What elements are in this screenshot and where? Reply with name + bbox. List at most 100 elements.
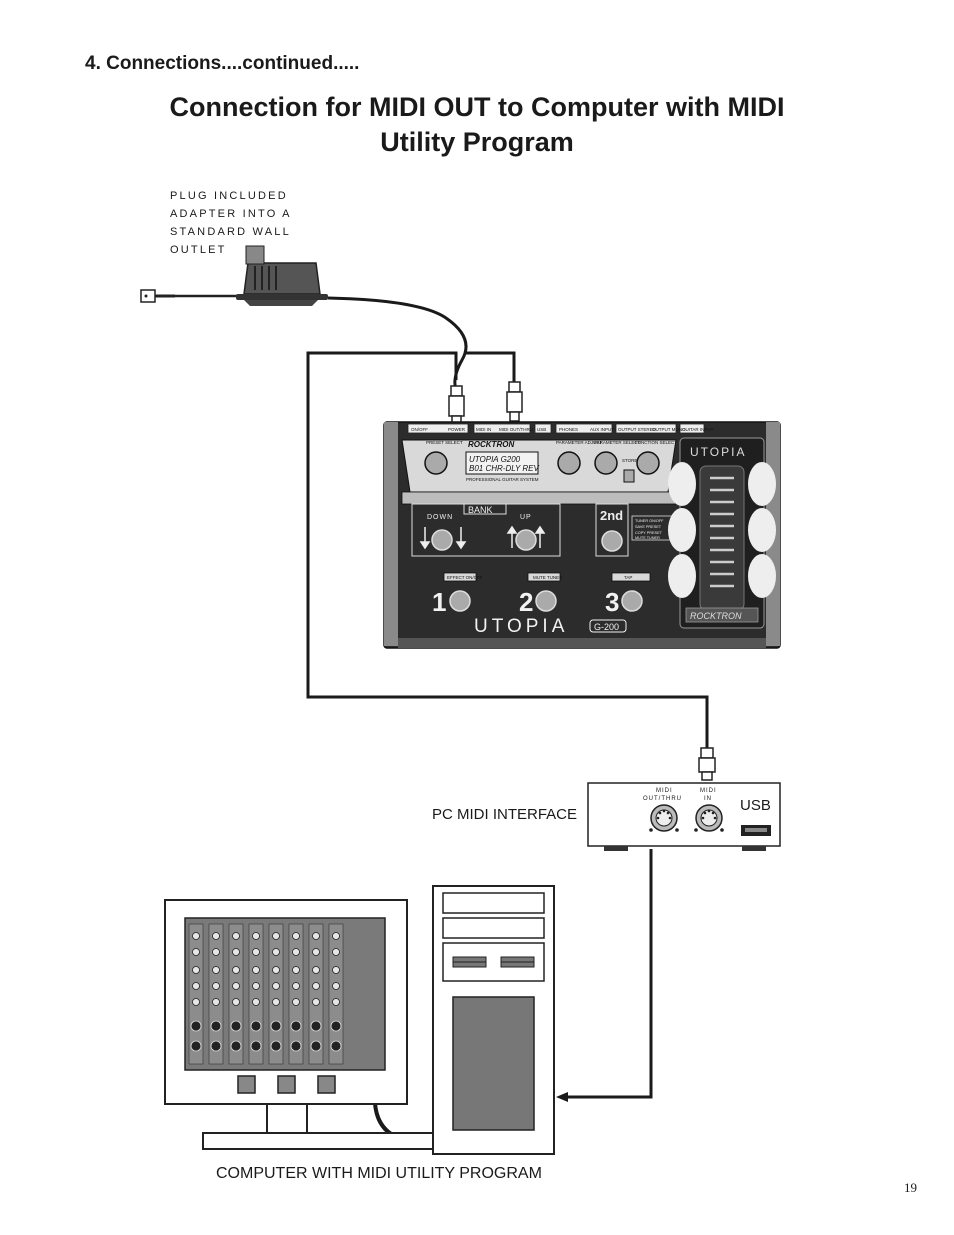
mixer-knob-icon xyxy=(312,982,320,990)
footswitch-number: 2 xyxy=(519,587,533,617)
mixer-knob-icon xyxy=(212,982,220,990)
midi-cable-out xyxy=(466,351,516,382)
mixer-jack-icon xyxy=(210,1040,222,1052)
mixer-knob-icon xyxy=(252,966,260,974)
adapter-note-line: ADAPTER INTO A xyxy=(170,208,292,220)
mixer-jack-icon xyxy=(230,1020,242,1032)
mixer-jack-icon xyxy=(230,1040,242,1052)
jack-strip: ON/OFF POWER MIDI IN MIDI OUT/THRU USB P… xyxy=(407,423,714,434)
mixer-knob-icon xyxy=(192,998,200,1006)
mixer-jack-icon xyxy=(330,1020,342,1032)
mixer-knob-icon xyxy=(292,998,300,1006)
jack-label: AUX INPUT xyxy=(590,427,614,432)
midi-in-label: MIDI xyxy=(700,788,717,794)
midi-port-icon xyxy=(694,804,724,832)
mixer-jack-icon xyxy=(190,1020,202,1032)
mixer-knob-icon xyxy=(312,932,320,940)
midi-port-icon xyxy=(649,804,679,832)
adapter-note-line: STANDARD WALL xyxy=(170,226,291,238)
jack-label: OUTPUT MONO xyxy=(652,427,686,432)
adapter-note: PLUG INCLUDED ADAPTER INTO A STANDARD WA… xyxy=(170,190,292,256)
monitor-button-icon xyxy=(237,1075,336,1094)
mixer-knob-icon xyxy=(192,982,200,990)
footswitch-label: EFFECT ON/OFF xyxy=(447,575,483,580)
connector-icon xyxy=(506,381,523,422)
mixer-knob-icon xyxy=(252,998,260,1006)
mixer-knob-icon xyxy=(312,948,320,956)
knob-label: PARAMETER ADJUST xyxy=(556,440,602,445)
mixer-knob-icon xyxy=(332,966,340,974)
wall-plug-icon xyxy=(140,289,238,303)
mixer-knob-icon xyxy=(332,998,340,1006)
mixer-knob-icon xyxy=(232,998,240,1006)
mixer-knob-icon xyxy=(232,966,240,974)
knob-label: PARAMETER SELECT xyxy=(594,440,641,445)
mixer-knob-icon xyxy=(192,932,200,940)
page-number: 19 xyxy=(904,1180,917,1195)
mixer-knob-icon xyxy=(232,948,240,956)
mixer-jack-icon xyxy=(270,1020,282,1032)
mixer-knob-icon xyxy=(252,932,260,940)
mixer-jack-icon xyxy=(210,1020,222,1032)
mixer-knob-icon xyxy=(212,998,220,1006)
midi-cable-loop xyxy=(306,351,709,752)
jack-label: ON/OFF xyxy=(411,427,428,432)
power-adapter-icon xyxy=(236,245,328,306)
mixer-jack-icon xyxy=(290,1040,302,1052)
title-line-2: Utility Program xyxy=(380,127,574,157)
interface-label: PC MIDI INTERFACE xyxy=(432,806,577,823)
mixer-jack-icon xyxy=(250,1040,262,1052)
midi-out-sub: OUT/THRU xyxy=(643,796,682,802)
mixer-knob-icon xyxy=(292,932,300,940)
mixer-knob-icon xyxy=(232,982,240,990)
option-text: SAVE PRESET xyxy=(635,525,662,529)
footswitch-icon xyxy=(449,590,643,612)
computer-tower xyxy=(432,885,555,1155)
footswitch-label: TAP xyxy=(624,575,632,580)
mixer-knob-icon xyxy=(212,932,220,940)
utopia-logo: UTOPIA xyxy=(474,616,568,637)
jack-label: GUITAR INPUT xyxy=(682,427,714,432)
pedal-subtitle: PROFESSIONAL GUITAR SYSTEM xyxy=(466,477,539,482)
mixer-knob-icon xyxy=(252,982,260,990)
utopia-pedal-board: ON/OFF POWER MIDI IN MIDI OUT/THRU USB P… xyxy=(383,421,781,649)
mixer-knob-icon xyxy=(272,948,280,956)
down-label: DOWN xyxy=(427,514,453,521)
computer-label: COMPUTER WITH MIDI UTILITY PROGRAM xyxy=(216,1165,542,1182)
side-logo: UTOPIA xyxy=(690,445,746,459)
mixer-knob-icon xyxy=(212,966,220,974)
knob-icon xyxy=(424,451,660,475)
display-line-2: B01 CHR-DLY REV xyxy=(469,464,539,473)
mixer-jack-icon xyxy=(310,1040,322,1052)
connector-icon xyxy=(448,385,465,426)
mixer-knob-icon xyxy=(232,932,240,940)
usb-label: USB xyxy=(740,797,771,814)
connector-icon xyxy=(698,747,716,781)
arrow-icon xyxy=(556,1092,568,1102)
mixer-jack-icon xyxy=(270,1040,282,1052)
brand-label: ROCKTRON xyxy=(468,440,514,449)
mixer-knob-icon xyxy=(272,998,280,1006)
option-text: TUNER ON/OFF xyxy=(635,519,664,523)
option-text: MUTE TUNER xyxy=(635,536,660,540)
footswitch-number: 1 xyxy=(432,587,446,617)
interface-to-computer-cable xyxy=(560,849,653,1099)
adapter-note-line: PLUG INCLUDED xyxy=(170,190,288,202)
knob-label: PRESET SELECT xyxy=(426,440,463,445)
mixer-jack-icon xyxy=(290,1020,302,1032)
mixer-knob-icon xyxy=(252,948,260,956)
midi-in-sub: IN xyxy=(704,796,712,802)
jack-label: POWER xyxy=(448,427,466,432)
mixer-knob-icon xyxy=(272,982,280,990)
up-label: UP xyxy=(520,514,532,521)
pc-midi-interface: MIDI OUT/THRU MIDI IN USB xyxy=(587,782,781,851)
adapter-note-line: OUTLET xyxy=(170,244,227,256)
power-cable xyxy=(327,296,468,391)
mixer-knob-icon xyxy=(332,948,340,956)
jack-label: MIDI IN xyxy=(476,427,491,432)
knob-label: FUNCTION SELECT xyxy=(635,440,677,445)
mixer-strips xyxy=(188,923,344,1065)
footswitch-number: 3 xyxy=(605,587,619,617)
second-label: 2nd xyxy=(600,508,623,523)
